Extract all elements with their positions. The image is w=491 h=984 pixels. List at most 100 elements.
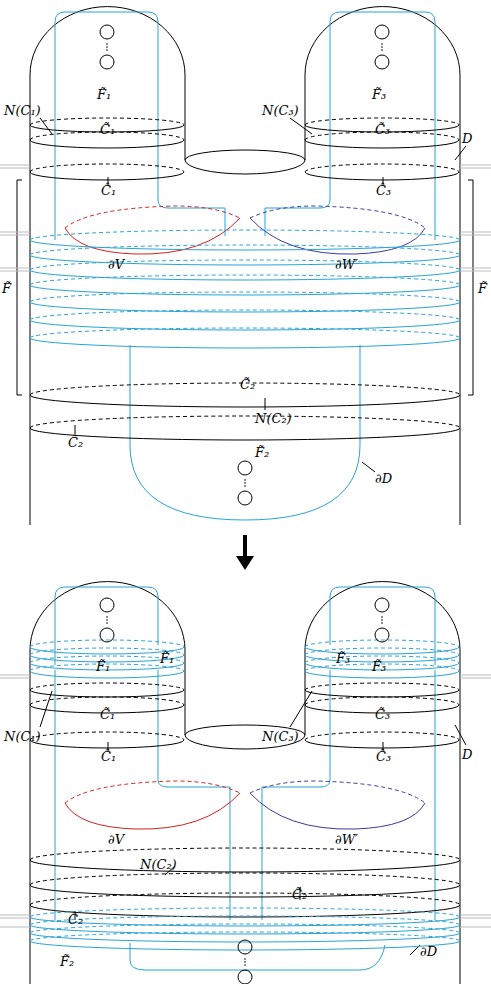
dot	[381, 619, 383, 621]
spiral-curve	[30, 917, 460, 926]
boundary-circle	[375, 598, 389, 612]
dot	[244, 485, 246, 487]
dot	[244, 961, 246, 963]
neck-circle-back	[305, 732, 459, 740]
math-label: N(C₁)	[4, 104, 41, 118]
math-label: Ĉ₂	[68, 436, 83, 450]
spiral-curve	[30, 320, 460, 330]
math-label: F̃₁	[97, 88, 111, 102]
neck-circle	[305, 172, 459, 180]
math-label: F̃₂	[60, 955, 74, 969]
curve-d	[55, 670, 435, 920]
curve-d	[265, 185, 330, 236]
surface-outline	[30, 582, 460, 984]
math-label: ∂V	[108, 258, 124, 272]
math-label: N(C₁)	[4, 730, 41, 744]
dot	[381, 43, 383, 45]
spiral-curve-back	[30, 292, 460, 302]
spiral-curve	[30, 941, 460, 950]
spiral-curve	[30, 285, 460, 295]
neck-circle	[30, 140, 184, 148]
leader-lines	[40, 691, 466, 955]
dot	[106, 616, 108, 618]
spiral-curve-back	[30, 916, 460, 925]
dot	[106, 43, 108, 45]
dot	[244, 479, 246, 481]
boundary-circle	[100, 55, 114, 69]
neck-circle-back	[30, 164, 184, 172]
math-label: ∂D	[420, 945, 437, 959]
bracket	[468, 180, 473, 395]
body-circle-back	[30, 848, 460, 860]
spiral-curve-back	[30, 310, 460, 320]
dot	[381, 616, 383, 618]
boundary-circle	[238, 940, 252, 954]
boundary-circle	[375, 628, 389, 642]
boundary-circle	[375, 55, 389, 69]
neck-circle-back	[30, 697, 184, 705]
body-circle	[30, 885, 460, 897]
spiral-curve	[30, 302, 460, 312]
dot	[106, 49, 108, 51]
spiral-curve-back	[305, 640, 459, 647]
neck-circle-back	[305, 697, 459, 705]
neck-circle	[30, 172, 184, 180]
dot	[244, 482, 246, 484]
math-label: C̃₂	[240, 378, 255, 392]
dot	[106, 619, 108, 621]
curve-d	[330, 12, 435, 240]
spiral-curve	[30, 338, 460, 348]
math-label: Ĉ₃	[376, 184, 391, 198]
dot	[106, 622, 108, 624]
spiral-curve-back	[30, 245, 460, 255]
body-circle	[30, 395, 460, 407]
curve-d	[130, 345, 360, 520]
spiral-curve	[30, 240, 460, 250]
spiral-curve-back	[30, 275, 460, 285]
spiral-curve-back	[30, 260, 460, 270]
math-label: F̃₃	[372, 88, 386, 102]
math-label: ∂D	[375, 472, 392, 486]
grey-lines	[0, 165, 491, 271]
math-label: Ĉ₁	[101, 750, 116, 764]
neck-circle	[305, 740, 459, 748]
dot	[244, 958, 246, 960]
neck-circle-back	[305, 164, 459, 172]
neck-circle-back	[305, 683, 459, 690]
spiral-curve-back	[30, 230, 460, 240]
spiral-curve	[30, 270, 460, 280]
dot	[244, 964, 246, 966]
saddle-edge	[185, 150, 305, 160]
curve-v-back	[65, 206, 240, 228]
dot	[381, 49, 383, 51]
spiral-curve	[305, 647, 459, 654]
spiral-curve-back	[30, 908, 460, 917]
dot	[381, 46, 383, 48]
grey-lines	[0, 675, 491, 927]
body-circle-back	[30, 416, 460, 428]
curve-d	[158, 670, 230, 920]
math-label: F̃₂	[255, 446, 269, 460]
body-circle-back	[30, 893, 460, 905]
boundary-circle	[238, 491, 252, 505]
spiral-curve-back	[30, 924, 460, 933]
boundary-circle	[238, 970, 252, 984]
math-label: C̃₁	[100, 123, 115, 137]
dot	[106, 46, 108, 48]
math-label: D	[462, 748, 472, 762]
math-label: F̃₁	[160, 652, 174, 666]
math-label: N(C₂)	[140, 858, 177, 872]
math-label: ∂W′	[335, 258, 358, 272]
math-label: F̃₃	[336, 652, 350, 666]
body-circle	[30, 428, 460, 440]
spiral-curve-back	[30, 640, 184, 647]
math-label: C̃₁	[100, 708, 115, 722]
bracket	[17, 180, 22, 395]
math-label: F̃₃	[372, 660, 386, 674]
arrow-head	[236, 556, 254, 570]
boundary-circle	[100, 628, 114, 642]
spiral-curve	[30, 933, 460, 942]
spiral-curve-back	[30, 328, 460, 338]
